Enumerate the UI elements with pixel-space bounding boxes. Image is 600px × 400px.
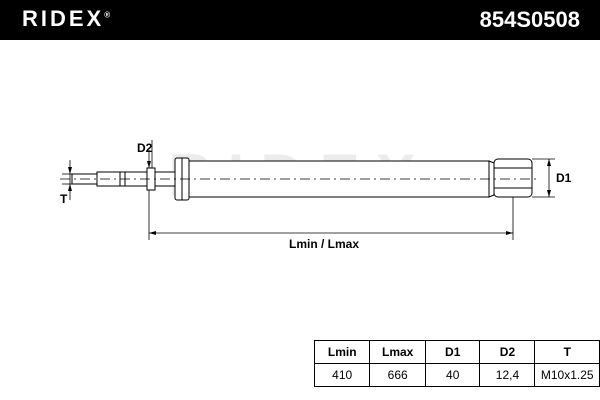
d1-label: D1: [556, 171, 572, 185]
t-dimension: [62, 160, 72, 200]
spec-header-cell: Lmax: [369, 340, 426, 364]
d2-arrow: [147, 161, 151, 168]
t-arrow-bottom: [68, 184, 72, 191]
length-label: Lmin / Lmax: [289, 237, 360, 251]
spec-header-cell: T: [534, 340, 600, 364]
length-dimension: [148, 190, 514, 240]
d2-label: D2: [137, 141, 153, 155]
brand-name: RIDEX: [22, 6, 105, 31]
t-label: T: [60, 192, 68, 206]
main-tube: [188, 160, 490, 198]
eye-bushing: [493, 167, 533, 189]
d1-dimension: [532, 158, 555, 198]
spec-value-cell: 12,4: [479, 363, 536, 387]
d1-arrow-bottom: [547, 190, 551, 197]
length-arrow-right: [506, 231, 513, 235]
spec-header-cell: D2: [479, 340, 536, 364]
t-arrow-top: [68, 167, 72, 174]
spec-table-value-row: 410 666 40 12,4 M10x1.25: [313, 363, 600, 387]
spec-table-header-row: Lmin Lmax D1 D2 T: [313, 340, 600, 364]
header-bar: RIDEX® 854S0508: [0, 0, 600, 40]
spec-value-cell: 410: [313, 363, 371, 387]
length-arrow-left: [149, 231, 156, 235]
spec-value-cell: 666: [369, 363, 426, 387]
spec-value-cell: 40: [424, 363, 481, 387]
spec-header-cell: Lmin: [313, 340, 371, 364]
brand-logo: RIDEX®: [22, 6, 110, 32]
spec-value-cell: M10x1.25: [534, 363, 600, 387]
d1-arrow-top: [547, 159, 551, 166]
brand-registered-mark: ®: [104, 10, 111, 20]
spec-header-cell: D1: [424, 340, 481, 364]
spec-table: Lmin Lmax D1 D2 T 410 666 40 12,4 M10x1.…: [313, 340, 600, 387]
part-number: 854S0508: [479, 7, 580, 32]
